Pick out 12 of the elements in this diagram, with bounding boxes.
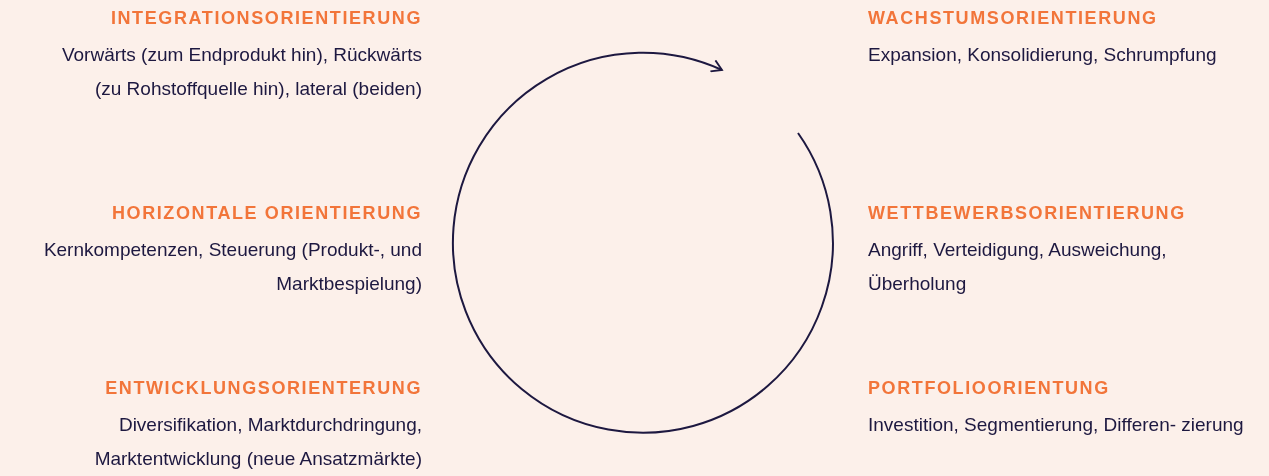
description-text: Vorwärts (zum Endprodukt hin), Rückwärts (zu Rohstoffquelle hin), lateral (beiden) bbox=[60, 43, 422, 101]
description-text: Angriff, Verteidigung, Ausweichung, Überholung bbox=[868, 238, 1168, 296]
section-heading: WACHSTUMSORIENTIERUNG bbox=[868, 8, 1158, 29]
section-heading: ENTWICKLUNGSORIENTERUNG bbox=[105, 378, 422, 399]
section-heading: HORIZONTALE ORIENTIERUNG bbox=[111, 203, 422, 224]
section-heading: PORTFOLIOORIENTUNG bbox=[868, 378, 1110, 399]
description-text: Investition, Segmentierung, Differen- zierung bbox=[868, 413, 1245, 437]
description-text: Diversifikation, Marktdurchdringung, Marktentwicklung (neue Ansatzmärkte) bbox=[93, 413, 422, 471]
description-text: Expansion, Konsolidierung, Schrumpfung bbox=[868, 43, 1218, 67]
section-heading: INTEGRATIONSORIENTIERUNG bbox=[110, 8, 422, 29]
section-heading: WETTBEWERBSORIENTIERUNG bbox=[868, 203, 1186, 224]
description-text: Kernkompetenzen, Steuerung (Produkt-, und Marktbespielung) bbox=[42, 238, 422, 296]
